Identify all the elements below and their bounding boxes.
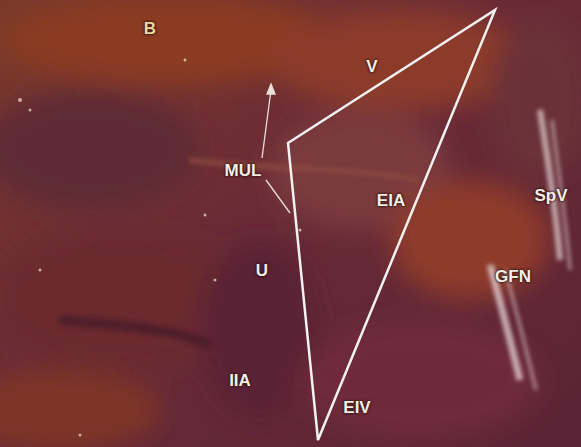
anatomy-label: EIA: [377, 192, 405, 209]
anatomy-label: GFN: [495, 268, 531, 285]
anatomy-label: MUL: [225, 162, 262, 179]
triangle-outline: [288, 10, 495, 440]
leader-lines: [262, 84, 290, 213]
light-specks: [18, 59, 302, 437]
nerve-streaks: [60, 110, 570, 390]
anatomy-label: V: [366, 58, 377, 75]
anatomy-label: IIA: [229, 372, 251, 389]
anatomy-label: SpV: [534, 187, 567, 204]
anatomy-label: B: [144, 20, 156, 37]
anatomy-label: EIV: [343, 399, 370, 416]
anatomy-label: U: [256, 262, 268, 279]
